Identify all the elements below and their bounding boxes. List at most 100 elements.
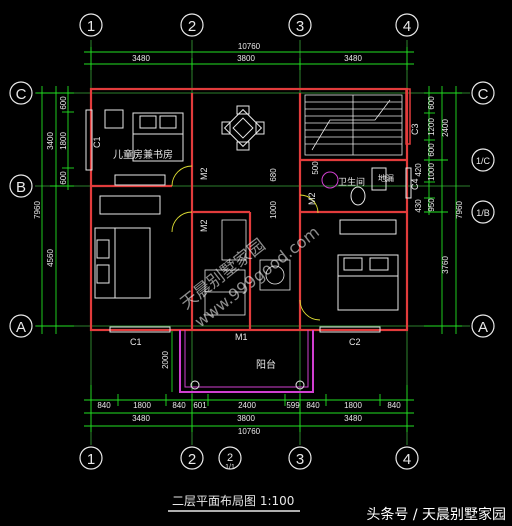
dimension-lines-top: [84, 47, 414, 70]
dim-bottom-7: 840: [306, 401, 320, 410]
axis-bubble-right-c: [471, 81, 495, 105]
dimension-lines-right: [424, 86, 462, 334]
dimension-lines-bottom: [84, 385, 414, 432]
axis-label-right-1b: 1/B: [476, 208, 490, 218]
dim-top-3: 3480: [344, 54, 362, 63]
dim-top-2: 3800: [237, 54, 255, 63]
dim-bottom-3: 840: [172, 401, 186, 410]
dim-right-lower: 3760: [441, 256, 450, 274]
axis-label-bottom-4: 4: [403, 451, 411, 468]
window-c1-bottom: [109, 326, 171, 333]
dim-bottom-1: 840: [97, 401, 111, 410]
axis-bubble-left-a: [9, 314, 33, 338]
axis-bubble-bottom-3: [288, 446, 312, 470]
axis-bubble-bottom-2a: [180, 446, 204, 470]
dim-left-lower: 4560: [46, 249, 55, 267]
staircase: [304, 94, 403, 156]
dining-table: [221, 105, 265, 151]
axis-bubble-top-3: [288, 13, 312, 37]
dim-bottom-row2-3: 3480: [344, 414, 362, 423]
room-label-balcony: 阳台: [256, 358, 276, 371]
axis-bubble-left-c: [9, 81, 33, 105]
label-m2-b: M2: [199, 219, 209, 232]
axis-bubble-right-1c: [471, 148, 495, 172]
room-label-bathroom: 卫生间: [338, 176, 365, 188]
axis-label-bottom-1: 1: [87, 451, 95, 468]
bathroom-fixtures: [321, 167, 387, 206]
balcony-railing: [179, 330, 314, 393]
axis-label-bottom-2a: 2: [188, 451, 196, 468]
label-c2: C2: [349, 337, 361, 347]
dim-bottom-total: 10760: [238, 427, 261, 436]
axis-label-left-a: A: [16, 319, 26, 336]
axis-label-left-b: B: [16, 179, 26, 196]
dim-right-sub-3: 600: [427, 143, 436, 157]
dim-inner-2: 1000: [269, 201, 278, 219]
label-c1-top: C1: [92, 136, 102, 148]
axis-label-top-3: 3: [296, 18, 304, 35]
corridor-fixtures: [204, 219, 291, 316]
bed-right-bedroom: [337, 219, 399, 311]
axis-label-bottom-2b: 2: [227, 452, 233, 464]
dim-right-sub-1: 600: [427, 96, 436, 110]
dim-right-sub-2: 1200: [427, 118, 436, 136]
axis-label-top-1: 1: [87, 18, 95, 35]
dim-right-inner-1: 420: [414, 163, 423, 177]
door-swings: [171, 165, 321, 321]
axis-bubble-right-1b: [471, 200, 495, 224]
label-floor-drain: 地漏: [378, 173, 394, 183]
bed-children-room: [104, 109, 184, 186]
dim-inner-3: 500: [311, 161, 320, 175]
label-m2-c: M2: [307, 192, 317, 205]
axis-label-left-c: C: [16, 86, 27, 103]
dim-left-sub-1: 600: [59, 96, 68, 110]
dim-bottom-row2-2: 3800: [237, 414, 255, 423]
dim-bottom-9: 840: [387, 401, 401, 410]
dim-bottom-5: 2400: [238, 401, 256, 410]
axis-bubble-top-4: [395, 13, 419, 37]
dim-bottom-8: 1800: [344, 401, 362, 410]
dim-right-sub-5: 950: [427, 198, 436, 212]
axis-label-top-2: 2: [188, 18, 196, 35]
walls: [89, 87, 411, 332]
axis-bubble-right-a: [471, 314, 495, 338]
dim-balcony: 2000: [161, 351, 170, 369]
axis-label-bottom-3: 3: [296, 451, 304, 468]
axis-label-right-c: C: [478, 86, 489, 103]
bed-left-bedroom: [94, 195, 161, 299]
axis-bubble-left-b: [9, 174, 33, 198]
axis-bubble-bottom-1: [79, 446, 103, 470]
dim-left-total: 7960: [33, 201, 42, 219]
dimension-lines-left: [36, 86, 173, 392]
axis-label-bottom-sub: 1/1: [225, 464, 235, 471]
axis-bubble-top-1: [79, 13, 103, 37]
label-m1: M1: [235, 332, 248, 342]
dim-bottom-2: 1800: [133, 401, 151, 410]
dim-inner-1: 680: [269, 168, 278, 182]
room-label-children-study: 儿童房兼书房: [113, 148, 173, 161]
dim-right-upper: 2400: [441, 119, 450, 137]
dim-top-1: 3480: [132, 54, 150, 63]
window-c2: [319, 326, 381, 333]
axis-bubble-bottom-2b: [218, 446, 242, 470]
window-c3: [85, 109, 93, 171]
dim-right-total: 7960: [455, 201, 464, 219]
dim-right-inner-2: 430: [414, 199, 423, 213]
dim-bottom-4: 601: [193, 401, 207, 410]
dim-left-sub-2: 1800: [59, 132, 68, 150]
dim-left-sub-3: 600: [59, 171, 68, 185]
label-c3: C3: [410, 123, 420, 135]
dim-bottom-row2-1: 3480: [132, 414, 150, 423]
axis-bubbles: [9, 13, 495, 470]
axis-label-top-4: 4: [403, 18, 411, 35]
label-c4: C4: [410, 178, 420, 190]
dim-top-total: 10760: [238, 42, 261, 51]
window-c4: [405, 167, 412, 199]
source-credit: 头条号 / 天晨别墅家园: [366, 507, 506, 523]
dim-right-sub-4: 1000: [427, 163, 436, 181]
label-c1-bottom: C1: [130, 337, 142, 347]
drawing-title: 二层平面布局图 1:100: [172, 494, 294, 508]
dim-bottom-6: 599: [286, 401, 300, 410]
axis-bubble-top-2: [180, 13, 204, 37]
